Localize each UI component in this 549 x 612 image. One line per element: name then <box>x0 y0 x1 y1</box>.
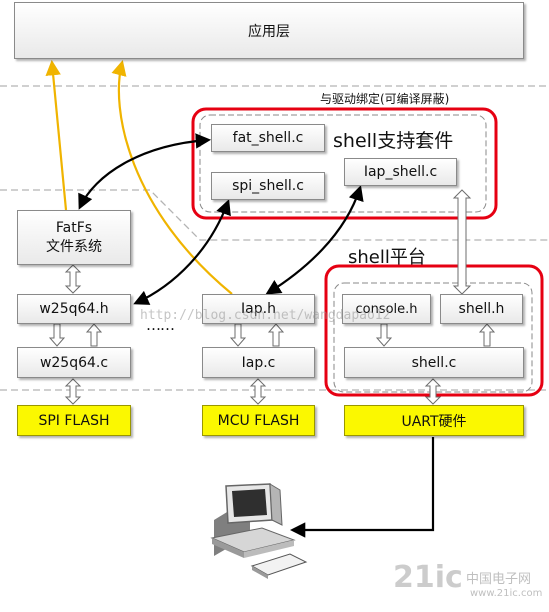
fat-shell-fatfs-bind-arrow <box>78 133 212 210</box>
shell-h-box: shell.h <box>440 294 523 324</box>
spi-flash-label: SPI FLASH <box>38 412 110 429</box>
spi-flash-box: SPI FLASH <box>17 405 131 436</box>
shell-c-box: shell.c <box>344 347 524 378</box>
shell-h-label: shell.h <box>458 301 505 317</box>
uart-box: UART硬件 <box>344 405 524 436</box>
iap-shell-label: Iap_shell.c <box>363 164 438 180</box>
iapc-mcu-hollow-arrow <box>249 378 267 405</box>
iap-c-box: Iap.c <box>202 347 315 378</box>
app-layer-label: 应用层 <box>248 23 290 40</box>
shell-kit-title: shell支持套件 <box>333 130 454 152</box>
app-layer-box: 应用层 <box>14 2 524 59</box>
w25q64-c-label: w25q64.c <box>39 354 109 371</box>
fatfs-label: FatFs <box>55 219 93 236</box>
site-url-watermark: www.21ic.com <box>470 588 543 599</box>
spi-shell-label: spi_shell.c <box>232 178 304 194</box>
mcu-flash-box: MCU FLASH <box>202 405 315 436</box>
w25q64h-down-hollow-arrow <box>48 323 66 347</box>
shell-c-to-shell-h-hollow-arrow <box>478 323 496 347</box>
iap-c-label: Iap.c <box>241 354 276 371</box>
w25q64-h-box: w25q64.h <box>17 294 131 324</box>
fatfs-to-app-arrow <box>45 59 68 211</box>
uart-label: UART硬件 <box>401 413 467 430</box>
fatfs-w25q64h-hollow-arrow <box>64 264 82 294</box>
spi-shell-w25q64-bind-arrow <box>133 199 231 305</box>
shell-c-label: shell.c <box>411 354 457 371</box>
w25q64c-up-hollow-arrow <box>85 323 103 347</box>
url-watermark: http://blog.csdn.net/wangdapao12 <box>140 308 391 323</box>
site-watermark: 中国电子网 <box>466 572 532 587</box>
spi-shell-box: spi_shell.c <box>211 172 325 200</box>
iap-shell-iap-bind-arrow <box>265 185 364 295</box>
shell-platform-title: shell平台 <box>348 247 426 268</box>
iaph-down-hollow-arrow <box>229 323 247 347</box>
w25q64c-spi-hollow-arrow <box>64 378 82 405</box>
uart-to-computer-arrow <box>289 437 435 538</box>
fatfs-box: FatFs 文件系统 <box>17 210 131 265</box>
w25q64-c-box: w25q64.c <box>17 347 131 378</box>
mcu-flash-label: MCU FLASH <box>217 412 300 429</box>
iapc-up-hollow-arrow <box>267 323 285 347</box>
console-to-shell-c-hollow-arrow <box>375 323 393 347</box>
console-h-box: console.h <box>342 294 431 324</box>
iap-h-label: Iap.h <box>241 301 276 317</box>
console-h-label: console.h <box>355 301 418 317</box>
desktop-computer-icon <box>210 483 308 579</box>
logo-watermark: 21ic <box>393 560 463 595</box>
binding-note: 与驱动绑定(可编译屏蔽) <box>320 92 450 106</box>
iap-shell-box: Iap_shell.c <box>344 158 457 186</box>
shell-c-uart-hollow-arrow <box>424 378 442 405</box>
iap-h-box: Iap.h <box>202 294 315 324</box>
fatfs-subtitle: 文件系统 <box>46 238 102 255</box>
w25q64-h-label: w25q64.h <box>39 301 109 317</box>
iap-shell-shell-h-hollow-arrow <box>452 189 472 295</box>
ellipsis: …… <box>146 316 175 334</box>
fat-shell-box: fat_shell.c <box>211 124 325 152</box>
fat-shell-label: fat_shell.c <box>232 130 304 146</box>
